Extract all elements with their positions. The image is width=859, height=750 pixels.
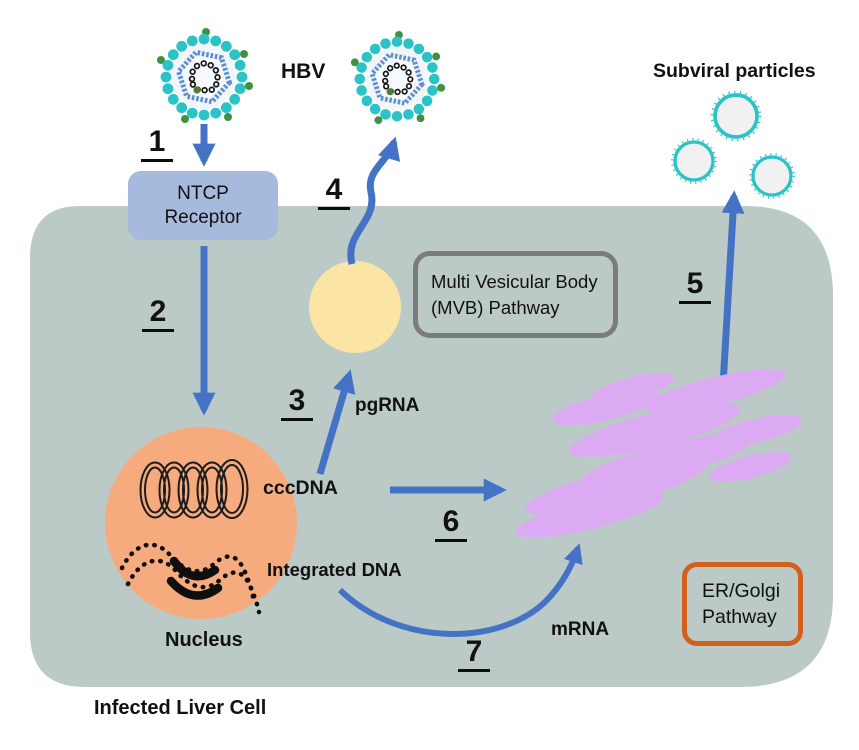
subviral-particle-icon (670, 137, 718, 185)
ntcp-receptor-label-line2: Receptor (164, 206, 242, 228)
ntcp-receptor-label-line1: NTCP (177, 182, 229, 204)
cccdna-coil-icon (139, 459, 249, 519)
step-5-label: 5 (679, 269, 711, 304)
er-golgi-stack-icon (516, 368, 802, 538)
hbv-label: HBV (281, 60, 326, 83)
integrated-dna-icon (119, 542, 262, 615)
mvb-pathway-label-line1: Multi Vesicular Body (431, 270, 598, 292)
er-golgi-label-line1: ER/Golgi (702, 579, 781, 602)
subviral-particle-icon (748, 152, 796, 200)
nucleus-shape (105, 427, 297, 619)
integrated-dna-label: Integrated DNA (267, 559, 402, 580)
pgrna-vesicle (309, 261, 401, 353)
step-1-label: 1 (141, 127, 173, 162)
nucleus-label: Nucleus (165, 629, 243, 651)
pgrna-label: pgRNA (355, 395, 420, 416)
step-6-label: 6 (435, 507, 467, 542)
subviral-particles-label: Subviral particles (653, 60, 816, 82)
step-3-label: 3 (281, 386, 313, 421)
arrow-step-3 (316, 369, 356, 475)
subviral-particle-icon (710, 90, 762, 142)
ntcp-receptor-box: NTCP Receptor (128, 171, 278, 240)
step-7-label: 7 (458, 637, 490, 672)
er-golgi-pathway-box: ER/Golgi Pathway (682, 562, 803, 646)
mvb-pathway-label-line2: (MVB) Pathway (431, 296, 560, 318)
arrow-step-7 (337, 543, 583, 637)
hbv-virion-exit-icon (351, 31, 445, 124)
cccdna-label: cccDNA (263, 477, 338, 499)
infected-liver-cell-label: Infected Liver Cell (94, 697, 267, 719)
er-golgi-label-line2: Pathway (702, 606, 777, 628)
step-2-label: 2 (142, 297, 174, 332)
hbv-virion-icon (157, 28, 253, 123)
step-4-label: 4 (318, 175, 350, 210)
arrow-step-4 (347, 136, 401, 265)
mvb-pathway-box: Multi Vesicular Body (MVB) Pathway (413, 251, 618, 338)
mrna-label: mRNA (551, 619, 610, 640)
